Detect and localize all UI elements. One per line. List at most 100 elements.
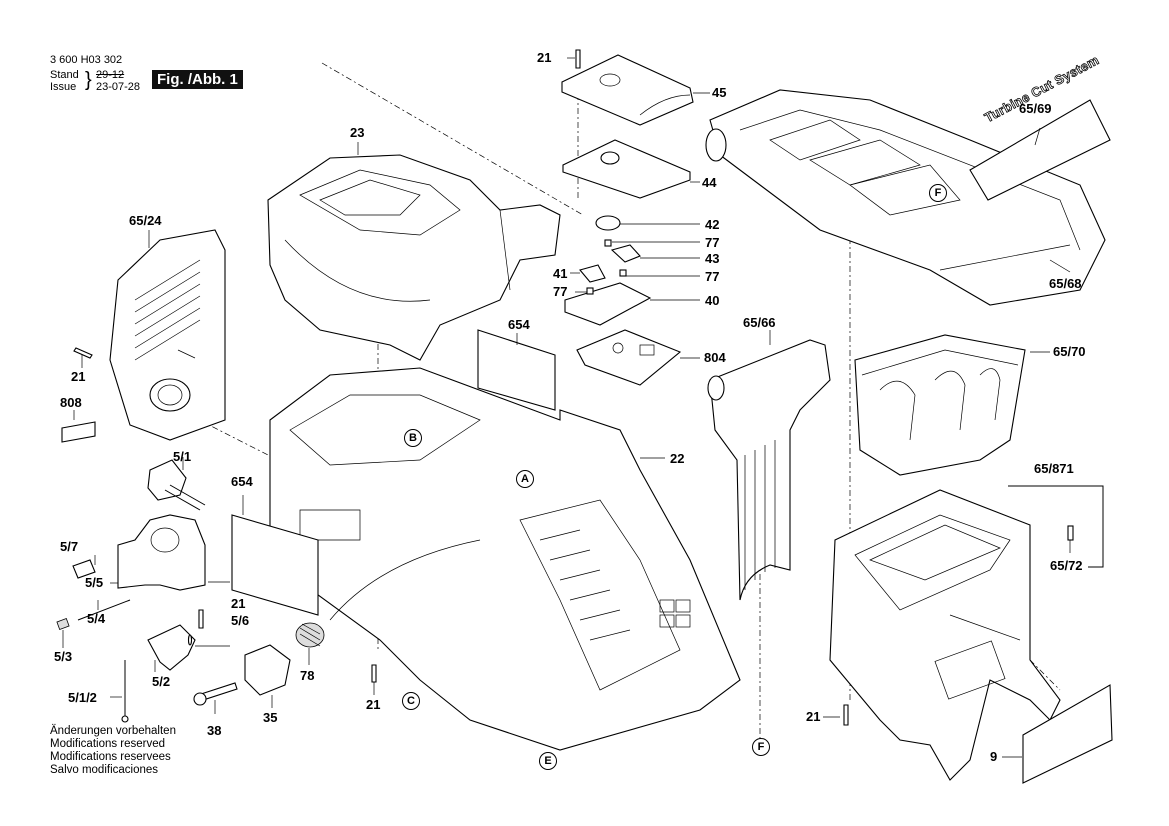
part-43-button — [610, 244, 641, 263]
label-40: 40 — [705, 293, 720, 308]
label-43: 43 — [705, 251, 720, 266]
part-35-knob — [244, 644, 291, 696]
callout-b: B — [404, 429, 422, 447]
part-65-70-basket — [854, 334, 1026, 476]
part-65-24-side-cover — [109, 229, 226, 441]
part-65-871-base — [829, 489, 1061, 781]
part-65-66-handle — [707, 339, 831, 601]
part-21-screw-bottom — [371, 664, 377, 683]
label-654-left: 654 — [231, 474, 253, 489]
label-42: 42 — [705, 217, 720, 232]
label-44: 44 — [702, 175, 717, 190]
label-77-b: 77 — [705, 269, 720, 284]
part-5-3-spring — [56, 618, 70, 630]
part-21-screw-top — [575, 49, 581, 69]
leader-line — [1034, 127, 1041, 146]
callout-f-bottom: F — [752, 738, 770, 756]
part-38-bolt-head — [193, 692, 207, 706]
label-9: 9 — [990, 749, 998, 764]
part-654-label-left — [231, 514, 319, 616]
label-65-24: 65/24 — [129, 213, 162, 228]
stand-label: Stand — [50, 69, 79, 81]
callout-c: C — [402, 692, 420, 710]
part-804-pcb — [576, 329, 682, 386]
label-77-c: 77 — [553, 284, 568, 299]
label-23: 23 — [350, 125, 365, 140]
label-5-6: 5/6 — [231, 613, 250, 628]
part-78-spring — [295, 622, 325, 648]
part-5-4-rod — [77, 599, 131, 621]
part-65-69-decal — [969, 99, 1111, 201]
part-45-cover-plate — [561, 54, 694, 126]
part-42-button — [595, 215, 621, 231]
part-22-main-housing — [269, 367, 741, 751]
label-65-70: 65/70 — [1053, 344, 1086, 359]
part-40-switch-carrier — [564, 282, 652, 326]
label-808: 808 — [60, 395, 82, 410]
leader-line — [1049, 259, 1071, 273]
part-77-spring — [604, 239, 612, 247]
label-5-1-2: 5/1/2 — [68, 690, 97, 705]
footer-line-en: Modifications reserved — [50, 738, 166, 750]
callout-f-top: F — [929, 184, 947, 202]
part-5-1-2-end — [121, 715, 129, 723]
label-5-4: 5/4 — [87, 611, 106, 626]
part-44-switch-plate — [562, 139, 691, 199]
part-9-label — [1022, 684, 1113, 784]
label-22: 22 — [670, 451, 685, 466]
label-41: 41 — [553, 266, 568, 281]
part-5-1-plug — [147, 459, 206, 511]
brace-icon: } — [85, 69, 92, 91]
part-5-7-clip — [72, 559, 96, 579]
label-5-7: 5/7 — [60, 539, 79, 554]
part-654-label-top — [477, 329, 556, 411]
issue-value: 23-07-28 — [96, 81, 141, 93]
part-5-5-housing — [117, 514, 206, 591]
label-65-871: 65/871 — [1034, 461, 1074, 476]
stand-value: 29-12 — [96, 69, 125, 81]
part-number: 3 600 H03 302 — [50, 54, 123, 66]
footer-line-es: Salvo modificaciones — [50, 764, 159, 776]
label-21-right: 21 — [806, 709, 821, 724]
label-21-mid: 21 — [231, 596, 246, 611]
part-65-72-pin — [1067, 525, 1074, 541]
part-21-screw-right — [843, 704, 849, 726]
label-5-2: 5/2 — [152, 674, 171, 689]
label-77-a: 77 — [705, 235, 720, 250]
label-45: 45 — [712, 85, 727, 100]
label-804: 804 — [704, 350, 726, 365]
part-808-label — [61, 421, 96, 443]
label-21-left: 21 — [71, 369, 86, 384]
label-21-bottom: 21 — [366, 697, 381, 712]
label-5-3: 5/3 — [54, 649, 73, 664]
part-65-68-hopper — [705, 89, 1106, 306]
part-21-screw-mid — [198, 609, 204, 629]
part-77-spring — [586, 287, 594, 295]
callout-e: E — [539, 752, 557, 770]
label-65-72: 65/72 — [1050, 558, 1083, 573]
label-21-top: 21 — [537, 50, 552, 65]
part-5-2-bracket — [147, 624, 196, 671]
label-78: 78 — [300, 668, 315, 683]
label-5-5: 5/5 — [85, 575, 104, 590]
part-23-upper-housing — [267, 154, 561, 361]
part-21-screw-left — [73, 347, 93, 359]
callout-a: A — [516, 470, 534, 488]
part-77-spring — [619, 269, 627, 277]
part-41-button — [579, 264, 606, 283]
footer-line-de: Änderungen vorbehalten — [50, 725, 176, 737]
figure-label: Fig. /Abb. 1 — [152, 70, 243, 89]
label-65-66: 65/66 — [743, 315, 776, 330]
label-654-top: 654 — [508, 317, 530, 332]
footer-line-fr: Modifications reservees — [50, 751, 171, 763]
label-35: 35 — [263, 710, 278, 725]
label-65-68: 65/68 — [1049, 276, 1082, 291]
footer-notice: Änderungen vorbehalten Modifications res… — [50, 725, 176, 777]
label-5-1: 5/1 — [173, 449, 192, 464]
bracket-65-871 — [1008, 485, 1104, 568]
label-65-69: 65/69 — [1019, 101, 1052, 116]
part-5-6-pin — [187, 634, 193, 646]
issue-label: Issue — [50, 81, 77, 93]
